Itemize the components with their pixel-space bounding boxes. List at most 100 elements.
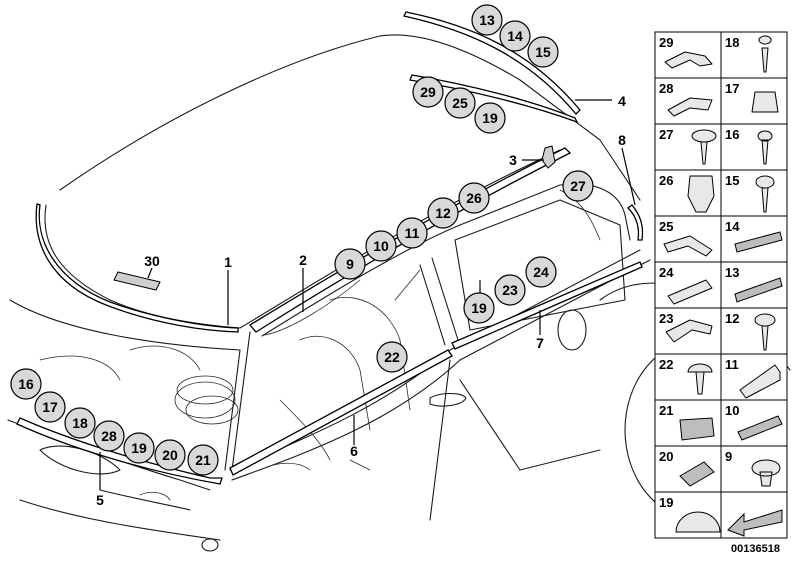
svg-text:11: 11: [725, 357, 739, 372]
callout-14: 14: [499, 20, 531, 52]
label-6: 6: [350, 443, 358, 459]
callout-16: 16: [10, 368, 42, 400]
part-26-nut-icon: [687, 175, 715, 213]
svg-text:11: 11: [405, 225, 420, 241]
callout-18: 18: [64, 407, 96, 439]
trim-part-30: [113, 271, 161, 291]
svg-text:22: 22: [384, 349, 400, 365]
grid-row: 22 11: [654, 353, 788, 401]
part-21-clip-icon: [679, 417, 715, 441]
part-20-clip-icon: [679, 461, 715, 487]
svg-text:22: 22: [659, 357, 673, 372]
arrow-icon: [727, 509, 783, 537]
callout-27: 27: [562, 170, 594, 202]
svg-text:13: 13: [479, 12, 495, 28]
svg-text:21: 21: [195, 452, 211, 468]
document-id: 00136518: [731, 543, 780, 555]
svg-text:19: 19: [471, 300, 487, 316]
svg-text:25: 25: [659, 219, 673, 234]
callout-29: 29: [412, 76, 444, 108]
callout-10: 10: [365, 230, 397, 262]
part-25-bracket-icon: [663, 235, 713, 257]
callout-23: 23: [494, 274, 526, 306]
callouts: 13 14 15 29 25 19 27 26 12 11 10 9 24 23…: [10, 4, 594, 476]
callout-24: 24: [525, 256, 557, 288]
svg-text:19: 19: [659, 495, 673, 510]
callout-19: 19: [474, 102, 506, 134]
label-4: 4: [618, 93, 626, 109]
svg-text:19: 19: [131, 440, 147, 456]
grid-row: 29 18: [654, 31, 788, 79]
trim-part-7: [451, 261, 643, 350]
parts-grid: 29 18 28 17 27 16 26 15 25 14: [654, 31, 788, 555]
svg-text:9: 9: [725, 449, 732, 464]
part-10-clip-icon: [737, 415, 783, 441]
svg-text:23: 23: [502, 282, 518, 298]
svg-text:13: 13: [725, 265, 739, 280]
svg-text:23: 23: [659, 311, 673, 326]
callout-15: 15: [527, 36, 559, 68]
label-2: 2: [299, 252, 307, 268]
part-13-clip-strip-icon: [734, 277, 783, 303]
trim-part-6: [229, 349, 453, 476]
part-12-screw-icon: [754, 313, 776, 351]
part-24-clip-icon: [667, 279, 713, 305]
grid-row: 23 12: [654, 307, 788, 355]
part-19-dome-cap-icon: [675, 511, 721, 533]
callout-13: 13: [471, 4, 503, 36]
part-labels: 1 2 3 4 5 6 7 8 30: [96, 93, 626, 508]
svg-text:14: 14: [507, 28, 523, 44]
leader-lines: [99, 99, 636, 490]
svg-text:20: 20: [659, 449, 673, 464]
svg-text:19: 19: [482, 110, 498, 126]
svg-text:14: 14: [725, 219, 740, 234]
part-18-screw-icon: [758, 35, 772, 73]
part-15-screw-icon: [755, 175, 775, 213]
svg-text:16: 16: [725, 127, 739, 142]
callout-11: 11: [396, 217, 428, 249]
svg-text:16: 16: [18, 376, 34, 392]
grid-row: 19: [654, 491, 788, 539]
svg-text:29: 29: [659, 35, 673, 50]
trim-part-roof-top: [403, 11, 581, 115]
label-30: 30: [144, 253, 160, 269]
part-29-clip-icon: [664, 51, 713, 69]
label-3: 3: [509, 152, 517, 168]
svg-text:18: 18: [72, 415, 88, 431]
grid-row: 28 17: [654, 77, 788, 125]
callout-20: 20: [154, 439, 186, 471]
svg-text:26: 26: [466, 190, 482, 206]
label-7: 7: [536, 335, 544, 351]
svg-text:24: 24: [533, 264, 549, 280]
svg-text:27: 27: [659, 127, 673, 142]
svg-text:17: 17: [42, 399, 58, 415]
callout-12: 12: [427, 197, 459, 229]
svg-text:28: 28: [659, 81, 673, 96]
callout-25: 25: [444, 87, 476, 119]
callout-9: 9: [334, 248, 366, 280]
trim-part-8: [627, 204, 644, 241]
part-27-screw-icon: [691, 129, 717, 165]
callout-19c: 19: [123, 432, 155, 464]
part-23-clip-icon: [665, 319, 713, 343]
grid-row: 24 13: [654, 261, 788, 309]
grid-row: 26 15: [654, 169, 788, 217]
svg-text:15: 15: [535, 44, 551, 60]
svg-text:10: 10: [373, 238, 389, 254]
part-9-rivet-icon: [751, 459, 781, 487]
part-28-clip-icon: [667, 97, 713, 117]
callout-22: 22: [376, 341, 408, 373]
svg-text:18: 18: [725, 35, 739, 50]
svg-text:21: 21: [659, 403, 673, 418]
label-1: 1: [224, 254, 232, 270]
grid-row: 20 9: [654, 445, 788, 493]
part-11-clip-icon: [739, 364, 781, 399]
svg-text:15: 15: [725, 173, 739, 188]
svg-text:28: 28: [101, 428, 117, 444]
svg-text:29: 29: [420, 84, 436, 100]
svg-text:27: 27: [570, 178, 586, 194]
callout-26: 26: [458, 182, 490, 214]
label-5: 5: [96, 492, 104, 508]
svg-text:26: 26: [659, 173, 673, 188]
svg-text:17: 17: [725, 81, 739, 96]
